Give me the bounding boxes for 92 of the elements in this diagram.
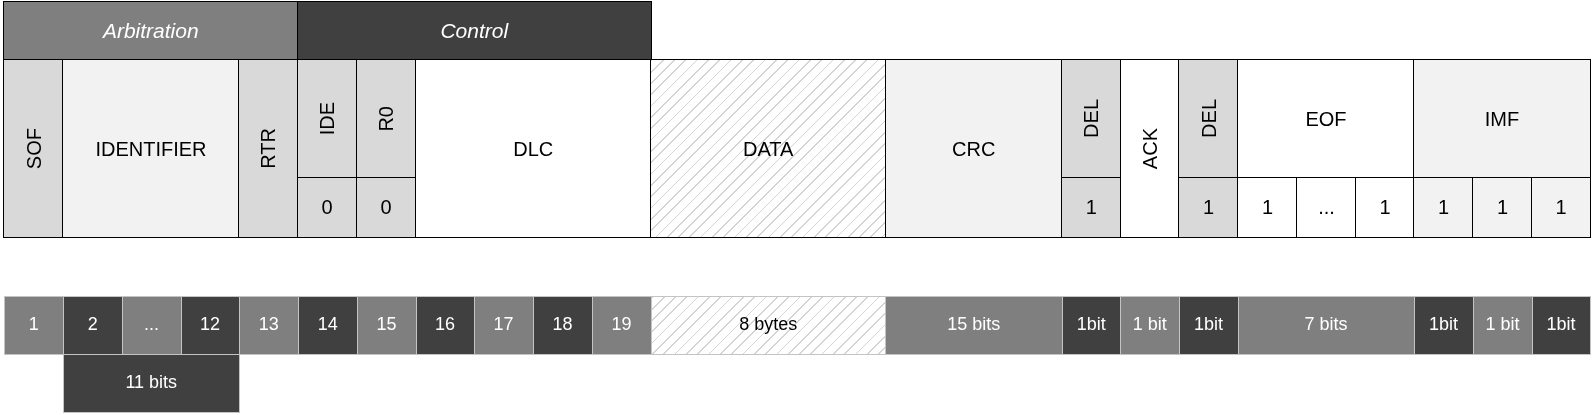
bit-index-cell	[238, 295, 299, 355]
bit-index-cell	[473, 295, 534, 355]
bit-value: 1	[1261, 196, 1274, 219]
bit-index-cell	[415, 295, 475, 355]
bit-index-cell	[3, 295, 64, 355]
bit-length-cell	[1178, 295, 1239, 355]
field-label: SOF	[22, 127, 45, 170]
bit-value: 1	[1555, 196, 1567, 219]
bit-index: 14	[317, 315, 338, 335]
bit-index: 15	[376, 315, 397, 335]
bit-length-cell	[1413, 295, 1474, 355]
field-label: EOF	[1305, 107, 1347, 130]
field-cell	[62, 59, 240, 238]
bit-length: 8 bytes	[739, 315, 798, 335]
field-cell	[1178, 59, 1239, 179]
bit-index-cell	[356, 295, 417, 355]
field-cell	[238, 59, 299, 238]
bit-value-cell	[1296, 176, 1357, 238]
bit-value: 1	[1496, 196, 1509, 219]
bit-index: 1	[28, 315, 39, 335]
field-label: CRC	[952, 137, 996, 160]
bit-index: ...	[144, 315, 159, 335]
bit-index: 19	[611, 315, 632, 335]
band-title: Control	[440, 19, 509, 43]
bit-value: 1	[1437, 196, 1450, 219]
bit-length-cell	[1120, 295, 1180, 355]
bit-length-cell	[885, 295, 1063, 355]
bit-value-cell	[296, 176, 358, 238]
bit-index: 2	[87, 315, 98, 335]
bit-length: 1bit	[1076, 315, 1106, 335]
field-cell	[3, 59, 64, 238]
bit-value-cell	[1355, 176, 1415, 238]
bit-value: 0	[321, 196, 333, 219]
bit-length: 15 bits	[947, 315, 1001, 335]
bit-value: ...	[1318, 196, 1335, 219]
field-label: ACK	[1138, 127, 1161, 170]
field-label: DATA	[743, 137, 794, 160]
field-label: DEL	[1197, 99, 1220, 139]
bit-index-cell	[63, 295, 123, 355]
bit-value: 0	[380, 196, 392, 219]
bit-length: 1bit	[1546, 315, 1576, 335]
bit-value: 1	[1379, 196, 1391, 219]
field-cell	[1119, 59, 1180, 238]
bit-value-cell	[1061, 176, 1122, 238]
bit-index-cell	[298, 295, 358, 355]
bit-length-cell	[1061, 295, 1121, 355]
header-band	[296, 1, 652, 61]
bit-value-cell	[355, 176, 417, 238]
field-label: DEL	[1080, 99, 1103, 139]
bit-index-cell	[591, 295, 652, 355]
header-band	[3, 1, 299, 61]
field-label: IDENTIFIER	[95, 137, 207, 160]
bit-length-cell	[1531, 295, 1591, 355]
field-cell	[1237, 59, 1415, 179]
bit-index: 12	[200, 315, 220, 335]
bit-index: 17	[493, 315, 514, 335]
bit-length: 1 bit	[1485, 315, 1520, 335]
bit-index-cell	[532, 295, 593, 355]
bit-length: 1bit	[1194, 315, 1223, 335]
field-cell	[296, 59, 358, 179]
bit-length: 7 bits	[1304, 315, 1348, 335]
bit-value-cell	[1237, 176, 1298, 238]
field-cell	[1061, 59, 1122, 179]
bit-value: 1	[1202, 196, 1215, 219]
band-title: Arbitration	[102, 19, 199, 43]
field-cell	[355, 59, 417, 179]
bit-length: 11 bits	[125, 373, 178, 393]
field-cell	[1413, 59, 1591, 179]
bit-value-cell	[1531, 176, 1591, 238]
bit-index-cell	[180, 295, 240, 355]
bit-length-cell	[63, 353, 240, 413]
bit-index: 16	[435, 315, 455, 335]
field-label: R0	[375, 105, 397, 132]
bit-length: 1 bit	[1132, 315, 1167, 335]
field-label: IDE	[316, 102, 338, 136]
bit-length: 1bit	[1429, 315, 1458, 335]
field-label: DLC	[513, 137, 554, 160]
bit-value-cell	[1413, 176, 1474, 238]
field-label: IMF	[1484, 107, 1520, 130]
bit-value-cell	[1178, 176, 1239, 238]
field-cell	[414, 59, 652, 238]
bit-length-cell	[1237, 295, 1415, 355]
bit-value-cell	[1472, 176, 1533, 238]
field-cell	[650, 59, 887, 238]
bit-index-cell	[121, 295, 182, 355]
bit-index: 13	[258, 315, 279, 335]
bit-length-cell	[650, 295, 886, 355]
field-cell	[884, 59, 1063, 238]
field-label: RTR	[257, 128, 280, 169]
bit-length-cell	[1472, 295, 1533, 355]
bit-value: 1	[1085, 196, 1097, 219]
bit-index: 18	[552, 315, 573, 335]
